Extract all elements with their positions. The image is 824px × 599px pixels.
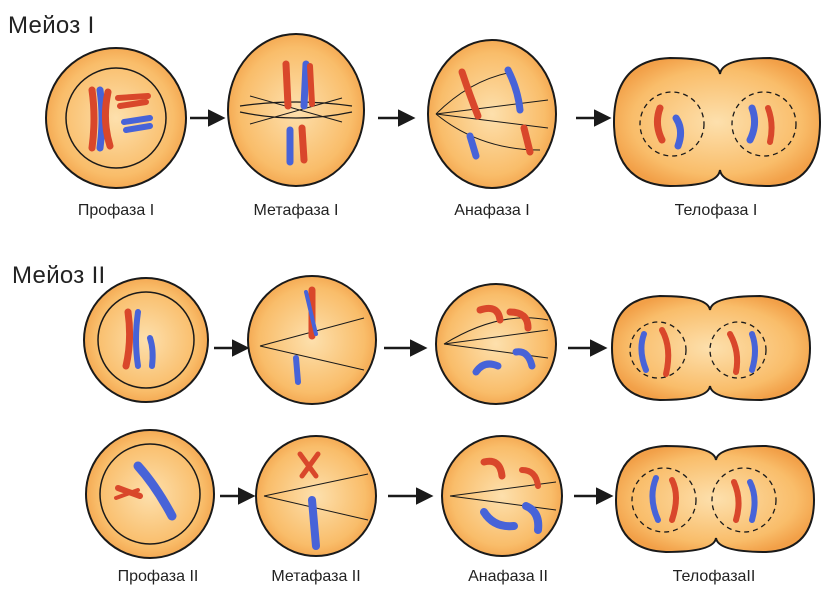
cell-prophase-2a [83, 277, 209, 403]
label-anaphase-2: Анафаза II [468, 568, 548, 585]
cell-anaphase-2b [441, 435, 563, 557]
label-anaphase-1: Анафаза I [454, 202, 530, 219]
cell-prophase-1 [45, 47, 187, 189]
cell-anaphase-1 [427, 39, 557, 189]
cell-telophase-2b [614, 444, 816, 554]
label-prophase-2: Профаза II [117, 568, 199, 585]
cell-metaphase-1 [227, 33, 365, 187]
cell-telophase-2a [610, 294, 812, 402]
label-telophase-2: ТелофазаII [672, 568, 756, 585]
label-prophase-1: Профаза I [77, 202, 155, 219]
label-metaphase-2: Метафаза II [271, 568, 361, 585]
section-title-meiosis-1: Мейоз I [8, 12, 95, 39]
cell-metaphase-2a [247, 275, 377, 405]
section-title-meiosis-2: Мейоз II [12, 262, 106, 289]
label-telophase-1: Телофаза I [674, 202, 758, 219]
cell-prophase-2b [85, 429, 215, 559]
cell-telophase-1 [612, 56, 822, 188]
cell-anaphase-2a [435, 283, 557, 405]
cell-metaphase-2b [255, 435, 377, 557]
label-metaphase-1: Метафаза I [253, 202, 339, 219]
